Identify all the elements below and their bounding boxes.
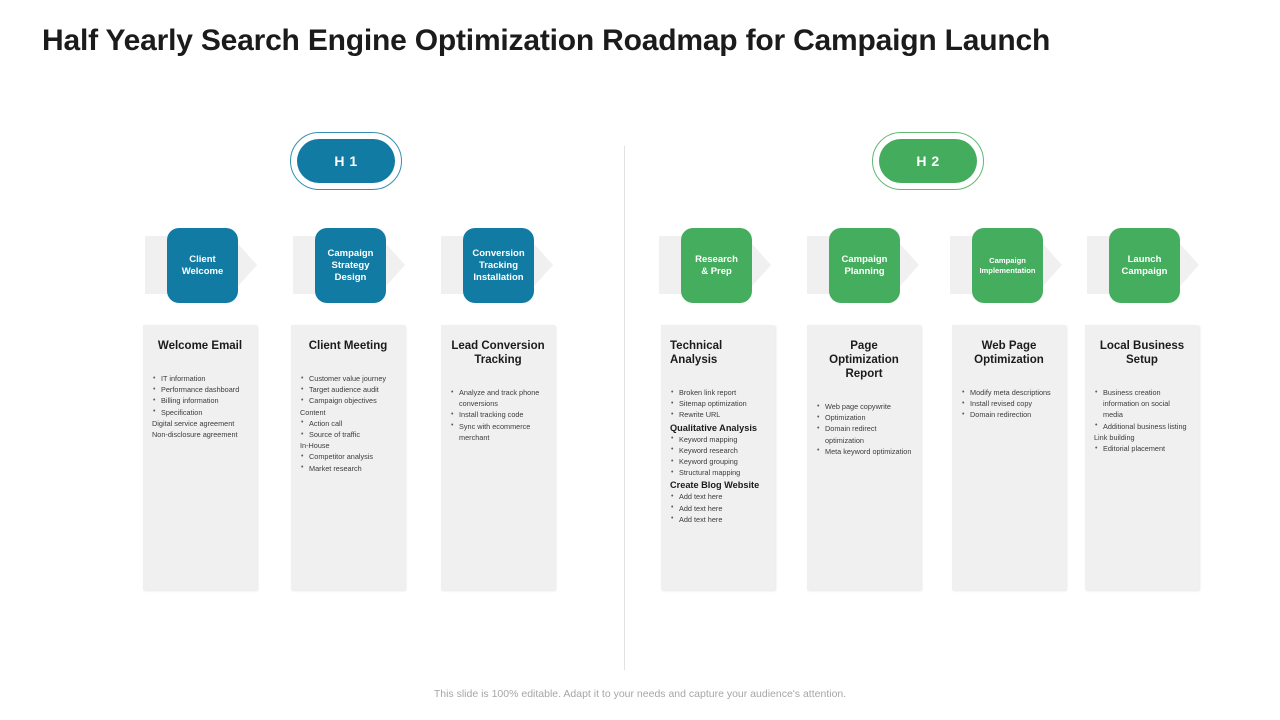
card-technical-analysis[interactable]: Technical AnalysisBroken link reportSite… [661, 325, 775, 590]
phase-badge-h1-label: H 1 [334, 153, 358, 169]
card-title: Technical Analysis [670, 340, 723, 366]
card-bullet-item: Rewrite URL [670, 409, 766, 420]
card-title: Lead Conversion Tracking [451, 340, 545, 366]
footer-note: This slide is 100% editable. Adapt it to… [433, 688, 847, 700]
card-web-page-optimization[interactable]: Web Page OptimizationModify meta descrip… [952, 325, 1066, 590]
card-plain-item: Digital service agreement [152, 418, 235, 428]
card-bullet-item: Market research [300, 462, 396, 474]
card-bullet-item: Keyword mapping [670, 433, 766, 445]
card-subheading: Create Blog Website [670, 480, 760, 491]
card-bullet-item: Domain redirection [961, 409, 1057, 420]
card-plain-item: Non-disclosure agreement [152, 430, 238, 440]
card-bullet-item: Install tracking code [450, 409, 546, 420]
card-bullet-item: Billing information [152, 395, 248, 406]
card-body: Web page copywriteOptimizationDomain red… [816, 400, 912, 457]
card-bullet-item: Add text here [670, 513, 766, 525]
card-title: Client Meeting [308, 340, 388, 352]
card-bullet-item: Add text here [670, 502, 766, 514]
card-bullet-item: Keyword grouping [670, 456, 766, 467]
card-plain-item: Link building [1094, 432, 1135, 442]
card-bullet-item: Source of traffic [300, 429, 396, 440]
card-body: Business creation information on social … [1094, 387, 1190, 454]
card-bullet-item: Competitor analysis [300, 451, 396, 462]
phase-badge-h2[interactable]: H 2 [872, 132, 984, 190]
card-bullet-item: Add text here [670, 491, 766, 502]
card-bullet-item: Sitemap optimization [670, 398, 766, 409]
card-local-business-setup[interactable]: Local Business SetupBusiness creation in… [1085, 325, 1199, 590]
phase-divider [624, 146, 625, 670]
card-body: Analyze and track phone conversionsInsta… [450, 386, 546, 443]
card-bullet-item: Performance dashboard [152, 384, 248, 395]
card-client-meeting[interactable]: Client MeetingCustomer value journeyTarg… [291, 325, 405, 590]
card-body: Customer value journeyTarget audience au… [300, 372, 396, 474]
card-subheading: Qualitative Analysis [670, 422, 757, 433]
card-bullet-item: Additional business listing [1094, 420, 1190, 432]
card-bullet-item: Modify meta descriptions [961, 386, 1057, 398]
stage-node-research-prep[interactable]: Research& Prep [681, 228, 752, 303]
card-bullet-item: Web page copywrite [816, 400, 912, 412]
card-bullet-item: Editorial placement [1094, 443, 1190, 454]
card-bullet-item: Campaign objectives [300, 395, 396, 406]
card-body: Modify meta descriptionsInstall revised … [961, 386, 1057, 421]
card-page-optimization-report[interactable]: Page Optimization ReportWeb page copywri… [807, 325, 921, 590]
stage-research-prep[interactable]: Research& Prep [659, 228, 799, 303]
phase-badge-h2-label: H 2 [916, 153, 940, 169]
card-title: Page Optimization Report [829, 340, 899, 380]
card-welcome-email[interactable]: Welcome Email IT informationPerformance d… [143, 325, 257, 590]
card-title: Welcome Email [157, 340, 243, 352]
card-bullet-item: Customer value journey [300, 372, 396, 384]
card-plain-item: In-House [300, 441, 330, 451]
card-bullet-item: Analyze and track phone conversions [450, 386, 546, 409]
card-plain-item: Content [300, 407, 326, 417]
card-bullet-item: IT information [152, 372, 248, 384]
card-bullet-item: Domain redirect optimization [816, 423, 912, 445]
card-bullet-item: Action call [300, 417, 396, 429]
card-bullet-item: Business creation information on social … [1094, 387, 1190, 421]
card-bullet-item: Keyword research [670, 444, 766, 456]
card-bullet-item: Install revised copy [961, 398, 1057, 409]
card-bullet-item: Broken link report [670, 386, 766, 398]
card-bullet-item: Sync with ecommerce merchant [450, 420, 546, 443]
phase-badge-h1[interactable]: H 1 [290, 132, 402, 190]
card-body: Broken link reportSitemap optimizationRe… [670, 386, 766, 525]
card-bullet-item: Optimization [816, 412, 912, 423]
stage-node-label: Research& Prep [695, 253, 738, 277]
card-bullet-item: Specification [152, 406, 248, 418]
page-title: Half Yearly Search Engine Optimization R… [42, 24, 1051, 57]
card-bullet-item: Target audience audit [300, 384, 396, 395]
card-body: IT informationPerformance dashboardBilli… [152, 372, 248, 440]
card-lead-conversion-tracking[interactable]: Lead Conversion TrackingAnalyze and trac… [441, 325, 555, 590]
card-bullet-item: Meta keyword optimization [816, 445, 912, 457]
card-bullet-item: Structural mapping [670, 467, 766, 478]
card-title: Local Business Setup [1099, 340, 1185, 366]
card-title: Web Page Optimization [974, 340, 1044, 366]
